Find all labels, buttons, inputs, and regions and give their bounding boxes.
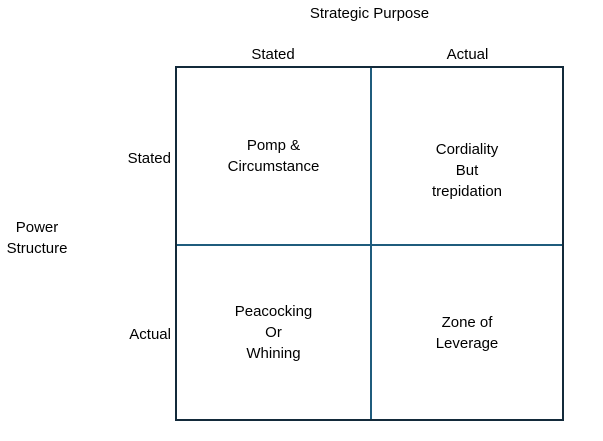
grid-horizontal-divider <box>177 244 562 246</box>
diagram-title: Strategic Purpose <box>309 5 430 22</box>
quadrant-top-right: Cordiality But trepidation <box>372 68 562 244</box>
row-label-stated: Stated <box>127 150 171 167</box>
quadrant-top-right-text: Cordiality But trepidation <box>431 140 503 200</box>
matrix-grid: Pomp & Circumstance Cordiality But trepi… <box>175 66 564 421</box>
grid-vertical-divider <box>370 68 372 419</box>
column-header-stated: Stated <box>251 46 295 63</box>
quadrant-top-left-text: Pomp & Circumstance <box>227 137 320 175</box>
quadrant-top-left: Pomp & Circumstance <box>177 68 370 244</box>
axis-label-power-structure: Power Structure <box>6 219 68 257</box>
row-label-actual: Actual <box>129 326 171 343</box>
quadrant-bottom-right-text: Zone of Leverage <box>435 313 499 352</box>
quadrant-bottom-left-text: Peacocking Or Whining <box>234 303 313 362</box>
quadrant-bottom-right: Zone of Leverage <box>372 246 562 419</box>
quadrant-bottom-left: Peacocking Or Whining <box>177 246 370 419</box>
column-header-actual: Actual <box>446 46 489 63</box>
